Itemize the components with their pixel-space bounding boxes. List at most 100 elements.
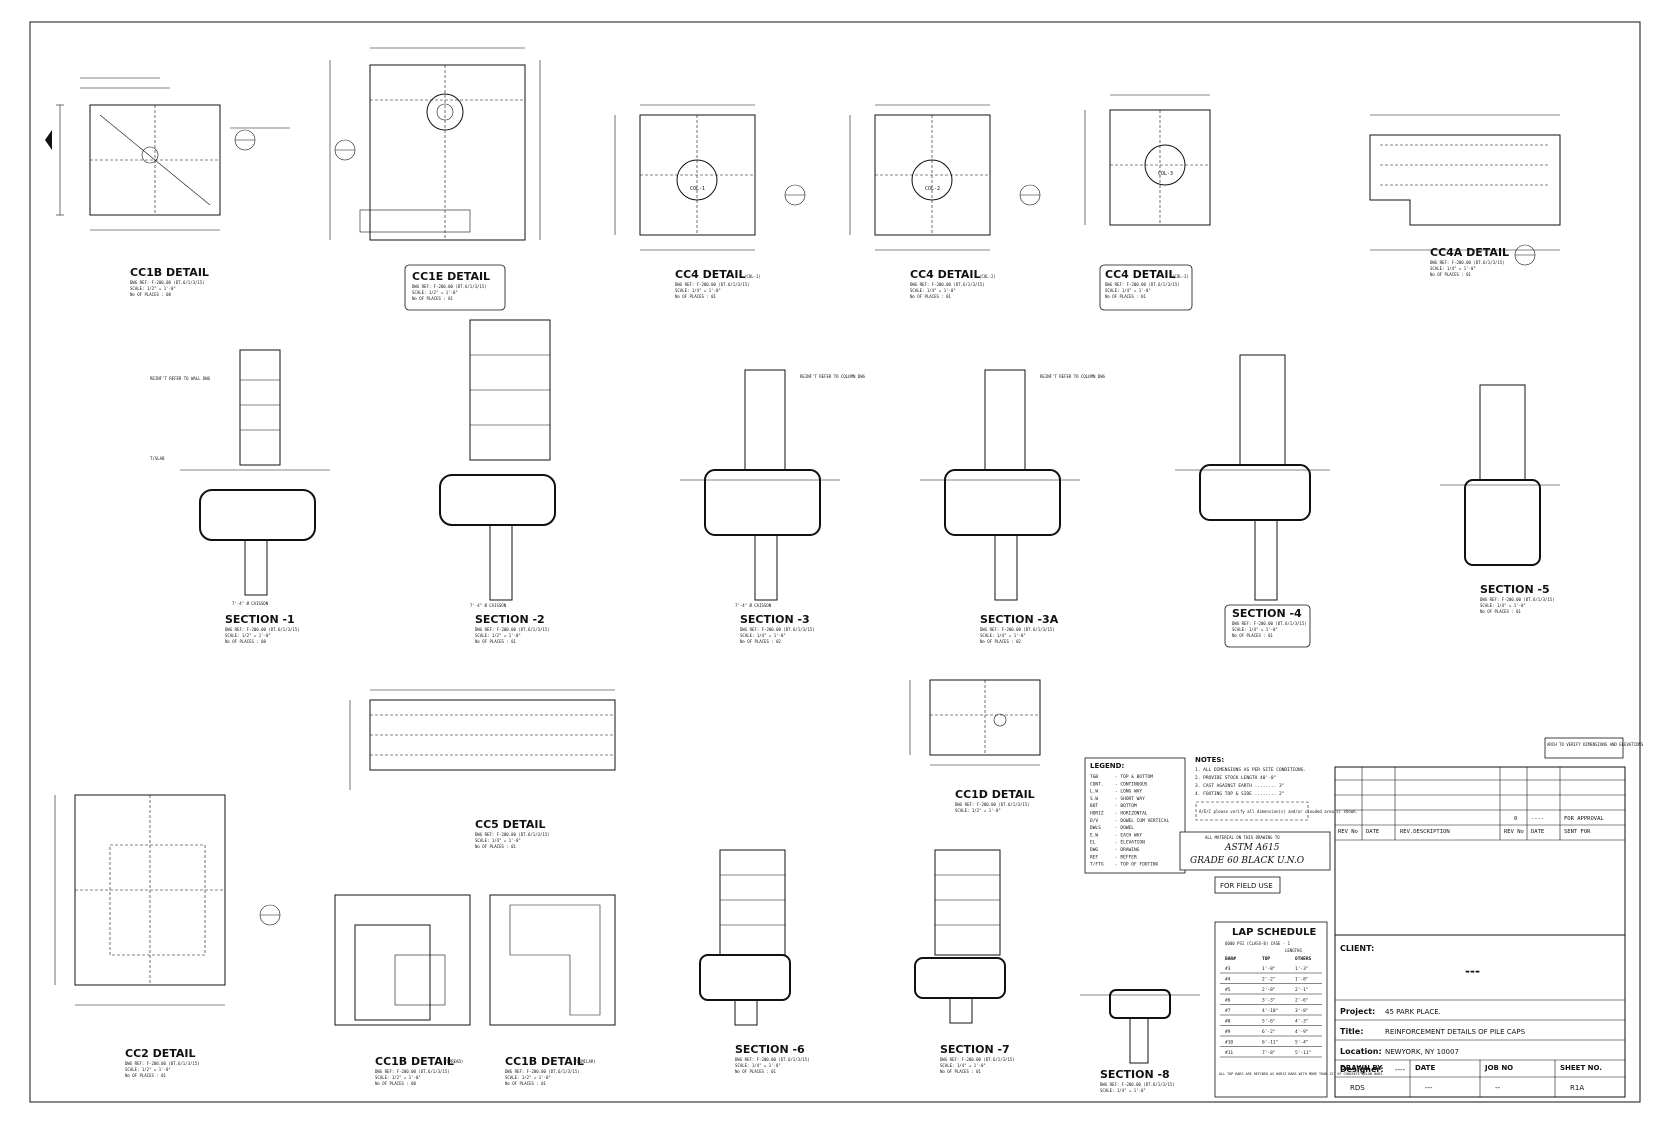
cc1e-plan	[329, 47, 541, 241]
lap-cell: 2'-1"	[1295, 987, 1309, 993]
cc4-col3-title-box	[1099, 264, 1193, 311]
cc1d-ref: DWG REF: F-200.00 (DT.6/1/3/15)	[955, 802, 1030, 807]
section-2-drawing	[439, 319, 556, 601]
revision-data-row: 0----FOR APPROVAL	[1514, 816, 1604, 822]
caisson-label-3: 7'-4" Ø CAISSON	[735, 603, 772, 608]
project-value: 45 PARK PLACE.	[1385, 1008, 1441, 1016]
legend-key: DWLS	[1090, 825, 1101, 831]
section-2-scale: SCALE: 1/2" = 1'-0"	[475, 633, 521, 638]
cc1d-plan	[909, 679, 1041, 766]
section-3-title: SECTION -3	[740, 613, 810, 626]
footer-header: JOB NO	[1484, 1064, 1513, 1072]
legend-value: - CONTINUOUS	[1115, 781, 1148, 787]
section-4-ref: DWG REF: F-200.00 (DT.6/1/3/15)	[1232, 621, 1307, 626]
lap-cell: 6'-11"	[1262, 1040, 1278, 1046]
legend-key: HORIZ	[1090, 811, 1104, 817]
legend-key: DWG	[1090, 847, 1098, 853]
notes-title: NOTES:	[1195, 756, 1224, 764]
arch-note-box	[1544, 737, 1624, 759]
lap-group: LENGTHS	[1285, 948, 1302, 953]
lap-cell: #9	[1225, 1029, 1231, 1035]
section-6-scale: SCALE: 1/4" = 1'-0"	[735, 1063, 781, 1068]
material-line2: GRADE 60 BLACK U.N.O	[1190, 856, 1305, 866]
cc4-col1-sub: (COL-1)	[744, 274, 761, 279]
section-5-drawing	[1440, 384, 1560, 566]
lap-cell: 2'-2"	[1262, 977, 1276, 983]
section-4-scale: SCALE: 1/4" = 1'-0"	[1232, 627, 1278, 632]
cc1b-similar-places: No OF PLACES : 01	[505, 1081, 547, 1086]
cc4-col2-scale: SCALE: 1/4" = 1'-0"	[910, 288, 956, 293]
client-value: ---	[1465, 964, 1480, 978]
verify-cloud	[1195, 801, 1309, 821]
footer-value: R1A	[1570, 1084, 1584, 1092]
revision-header: SENT FOR	[1564, 829, 1591, 835]
lap-cell: #8	[1225, 1019, 1231, 1025]
revision-header: REV.DESCRIPTION	[1400, 829, 1450, 835]
cc4-col2-plan	[849, 104, 1041, 251]
reinf-col-label: REINF'T REFER TO COLUMN DWG	[800, 374, 866, 379]
cc4a-title: CC4A DETAIL	[1430, 246, 1509, 259]
field-use: FOR FIELD USE	[1220, 882, 1273, 890]
section-3a-scale: SCALE: 1/4" = 1'-0"	[980, 633, 1026, 638]
cc1b-similar-title: CC1B DETAIL	[505, 1055, 584, 1068]
cc1b-scale: SCALE: 1/2" = 1'-0"	[130, 286, 176, 291]
lap-cell: #3	[1225, 966, 1231, 972]
section-5-ref: DWG REF: F-200.00 (DT.6/1/3/15)	[1480, 597, 1555, 602]
section-1-scale: SCALE: 1/2" = 1'-0"	[225, 633, 271, 638]
cc1e-ref: DWG REF: F-200.00 (DT.6/1/3/15)	[412, 284, 487, 289]
cc5-title: CC5 DETAIL	[475, 818, 546, 831]
legend-value: - SHORT WAY	[1115, 796, 1145, 802]
cc4-col3-sub: (COL-3)	[1172, 274, 1189, 279]
legend-title: LEGEND:	[1090, 762, 1124, 770]
section-4-drawing	[1175, 354, 1330, 601]
cc5-ref: DWG REF: F-200.00 (DT.6/1/3/15)	[475, 832, 550, 837]
section-6-ref: DWG REF: F-200.00 (DT.6/1/3/15)	[735, 1057, 810, 1062]
section-6-drawing	[699, 849, 791, 1026]
legend-value: - LONG WAY	[1115, 789, 1142, 795]
reinf-wall-label: REINF'T REFER TO WALL DWG	[150, 376, 211, 381]
revision-header: DATE	[1366, 829, 1379, 835]
cc5-scale: SCALE: 1/4" = 1'-0"	[475, 838, 521, 843]
section-4-places: No OF PLACES : 01	[1232, 633, 1274, 638]
cc1e-title-box	[404, 264, 506, 311]
notes-list: 1. ALL DIMENSIONS AS PER SITE CONDITIONS…	[1195, 767, 1306, 797]
cc1b-ref: DWG REF: F-200.00 (DT.6/1/3/15)	[130, 280, 205, 285]
legend-key: CONT.	[1090, 781, 1104, 787]
legend-key: T&B	[1090, 774, 1098, 780]
cc5-places: No OF PLACES : 01	[475, 844, 517, 849]
revision-cell: FOR APPROVAL	[1564, 816, 1604, 822]
lap-cell: 1'-8"	[1262, 966, 1276, 972]
legend-value: - DRAWING	[1115, 847, 1140, 853]
section-3a-title: SECTION -3A	[980, 613, 1059, 626]
legend-key: BOT	[1090, 803, 1098, 809]
lap-cell: 4'-9"	[1295, 1029, 1309, 1035]
cc4-col2-label: COL-2	[925, 186, 940, 192]
lap-header: BAR#	[1225, 956, 1236, 962]
cc4-col3-scale: SCALE: 1/4" = 1'-0"	[1105, 288, 1151, 293]
lap-cell: 5'-6"	[1262, 1019, 1276, 1025]
footer-header: DATE	[1415, 1064, 1435, 1072]
cc1b-places: No OF PLACES : 08	[130, 292, 172, 297]
footer-header: DRAWN BY	[1340, 1064, 1383, 1072]
lap-cell: 3'-8"	[1295, 1008, 1309, 1014]
legend-value: - REFFER	[1115, 854, 1137, 860]
legend-value: - ELEVATION	[1115, 840, 1145, 846]
section-3a-drawing	[920, 369, 1080, 601]
cc4-col1-scale: SCALE: 1/4" = 1'-0"	[675, 288, 721, 293]
arch-note: ARCH TO VERIFY DIMENSIONS AND ELEVATIONS	[1547, 742, 1644, 747]
note-item: 2. PROVIDE STOCK LENGTH 40'-0"	[1195, 775, 1276, 781]
section-7-drawing	[914, 849, 1006, 1024]
section-2-ref: DWG REF: F-200.00 (DT.6/1/3/15)	[475, 627, 550, 632]
section-3a-places: No OF PLACES : 02	[980, 639, 1022, 644]
cc1b-similar-plan	[489, 894, 616, 1026]
cc4-col1-title: CC4 DETAIL	[675, 268, 746, 281]
lap-cell: #6	[1225, 998, 1231, 1004]
legend-key: E.W	[1090, 832, 1098, 838]
cc1b-spread-places: No OF PLACES : 08	[375, 1081, 417, 1086]
cc2-places: No OF PLACES : 01	[125, 1073, 167, 1078]
cc1b-spread-tag: (SPREAD)	[444, 1059, 463, 1064]
project-label: Project:	[1340, 1007, 1375, 1016]
section-1-ref: DWG REF: F-200.00 (DT.6/1/3/15)	[225, 627, 300, 632]
